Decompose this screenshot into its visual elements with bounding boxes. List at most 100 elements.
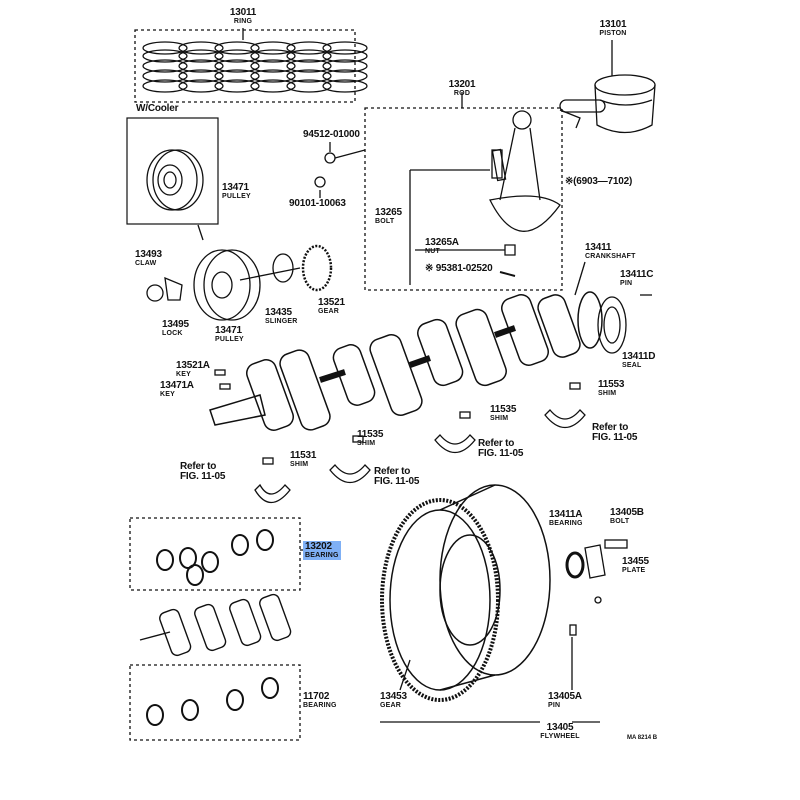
variant-note: W/Cooler [136,103,179,114]
shims [214,369,581,465]
label-95381-02520[interactable]: ※ 95381-02520 [425,264,493,274]
part-name: SEAL [622,362,642,369]
reference-text: Refer to [180,461,217,472]
part-number: 13453 [380,691,407,702]
part-name: GEAR [318,308,340,315]
label-w-cooler: W/Cooler [136,104,178,114]
pilot-bearing [565,551,585,579]
claw-and-lock [146,276,183,302]
part-name: BEARING [303,702,337,709]
part-name: SLINGER [265,318,298,325]
part-name: CLAW [135,260,157,267]
part-number: 13405A [548,691,582,702]
part-name: SHIM [598,390,617,397]
part-number: 13455 [622,556,649,567]
part-number: 13101 [599,19,627,30]
part-name: PULLEY [222,193,251,200]
part-name: SHIM [490,415,509,422]
part-name: BOLT [375,218,395,225]
part-name: KEY [176,371,191,378]
bearing-set-box-11702 [129,664,301,741]
part-number: 11531 [290,450,317,461]
part-number: 13411A [549,509,583,520]
label-94512-01000[interactable]: 94512-01000 [303,130,360,140]
cooler-pulley-box [126,117,219,225]
part-number: 13493 [135,249,162,260]
crankshaft-small [139,593,292,657]
drawing-code: MA 8214 B [627,735,658,741]
piston [559,40,656,134]
part-name: PIN [548,702,561,709]
part-name: PISTON [599,30,627,37]
part-number: 13471A [160,380,194,391]
part-number: 11553 [598,379,625,390]
part-number: 11702 [303,691,330,702]
part-number: 13011 [229,7,257,18]
ring-set-box [134,29,356,103]
rod-bearings [146,677,279,726]
part-name: PIN [620,280,633,287]
reference-text: Refer to [478,438,515,449]
part-number: 13265 [375,207,402,218]
part-number: 94512-01000 [303,129,360,140]
connecting-rod [489,109,581,232]
part-number: 13521 [318,297,345,308]
part-name: BOLT [610,518,630,525]
part-name: CRANKSHAFT [585,253,636,260]
part-number: 90101-10063 [289,198,346,209]
reference-figure: FIG. 11-05 [592,432,638,443]
crankshaft [209,291,603,431]
part-number: ※ 95381-02520 [425,263,493,274]
part-number: 13201 [448,79,476,90]
part-name: SHIM [290,461,309,468]
part-name: PULLEY [215,336,244,343]
label-90101-10063[interactable]: 90101-10063 [289,199,346,209]
main-bearings [156,529,274,586]
part-name: RING [233,18,253,25]
timing-gear [301,244,333,292]
part-number: 13495 [162,319,189,330]
production-range: ※(6903—7102) [565,176,633,187]
bearing-halves [254,409,586,504]
rear-seal [597,296,627,354]
part-name: LOCK [162,330,183,337]
part-number: 13411C [620,269,654,280]
part-number: 13471 [215,325,242,336]
part-name: ROD [453,90,471,97]
reference-text: Refer to [374,466,411,477]
part-name: PLATE [622,567,646,574]
part-name: FLYWHEEL [540,733,580,740]
